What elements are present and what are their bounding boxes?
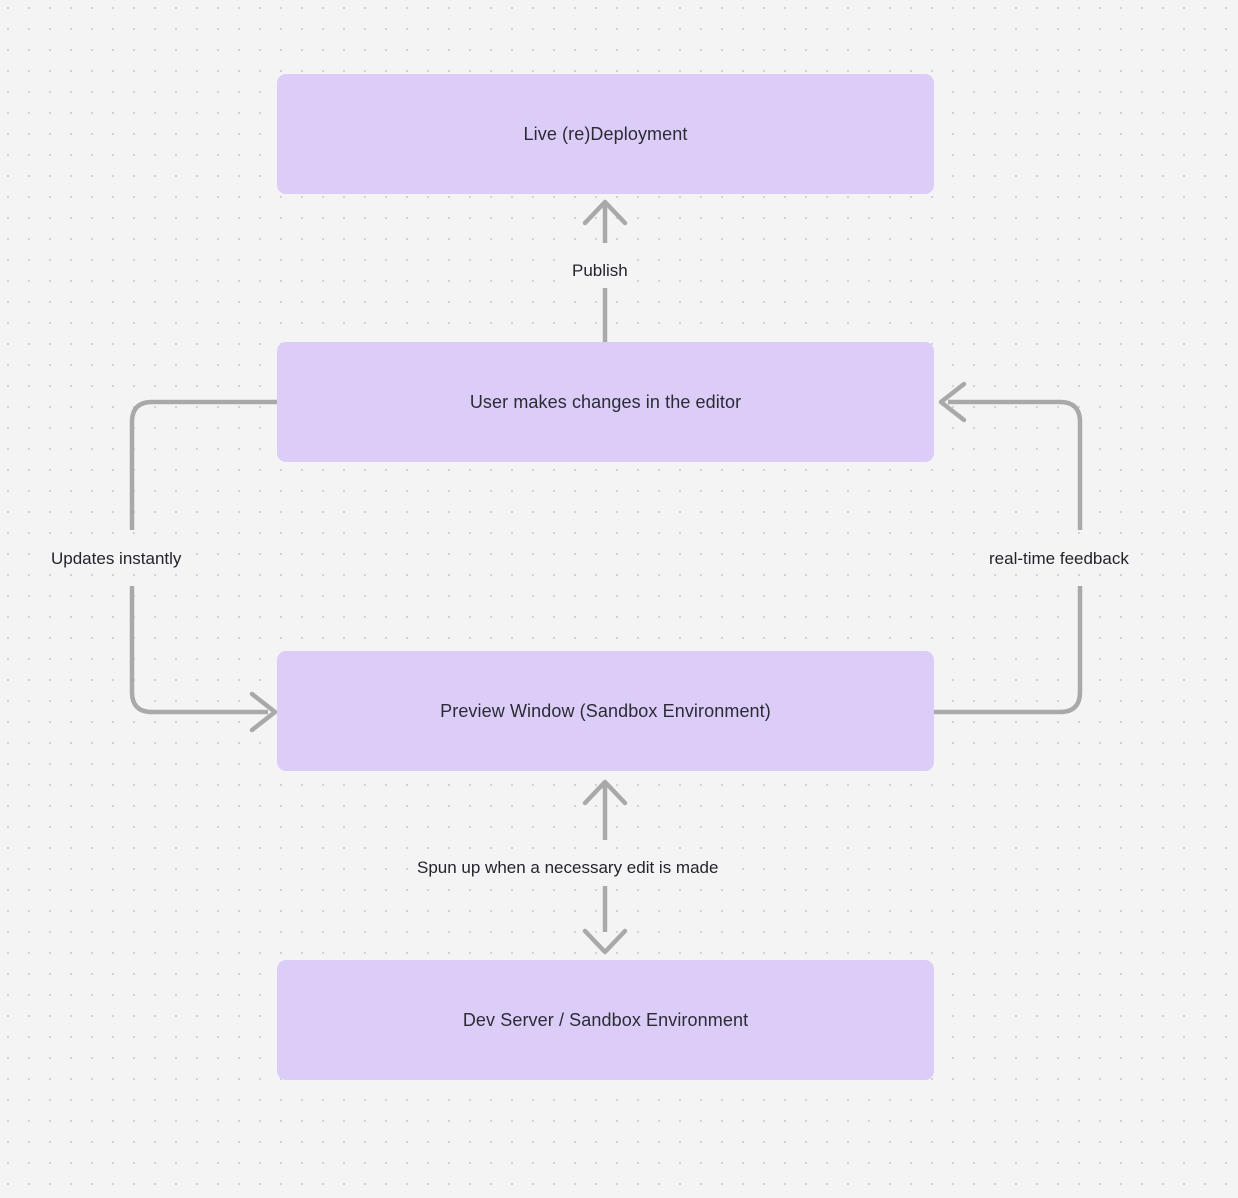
node-user-makes-changes[interactable]: User makes changes in the editor: [277, 342, 934, 462]
edge-updates-arrowhead: [249, 691, 278, 733]
node-live-redeployment-label: Live (re)Deployment: [523, 123, 688, 144]
node-preview-window-label: Preview Window (Sandbox Environment): [440, 700, 771, 721]
node-user-makes-changes-label: User makes changes in the editor: [469, 391, 742, 412]
edge-feedback-upper-segment: [948, 399, 1083, 530]
node-dev-server-label: Dev Server / Sandbox Environment: [462, 1009, 749, 1030]
node-dev-server[interactable]: Dev Server / Sandbox Environment: [277, 960, 934, 1080]
edge-feedback-arrowhead: [938, 381, 967, 423]
edge-updates-lower-segment: [129, 586, 268, 715]
edge-spun-arrowhead-up: [582, 779, 628, 806]
edge-label-spun-up: Spun up when a necessary edit is made: [410, 856, 726, 880]
edge-feedback-lower-segment: [934, 586, 1083, 715]
edge-publish-arrowhead: [582, 199, 628, 226]
edge-spun-arrowhead-down: [582, 928, 628, 955]
edge-label-real-time-feedback: real-time feedback: [982, 547, 1136, 571]
edge-updates-upper-segment: [129, 399, 277, 530]
edge-label-updates-instantly: Updates instantly: [44, 547, 189, 571]
edge-label-publish: Publish: [565, 259, 635, 283]
node-preview-window[interactable]: Preview Window (Sandbox Environment): [277, 651, 934, 771]
node-live-redeployment[interactable]: Live (re)Deployment: [277, 74, 934, 194]
